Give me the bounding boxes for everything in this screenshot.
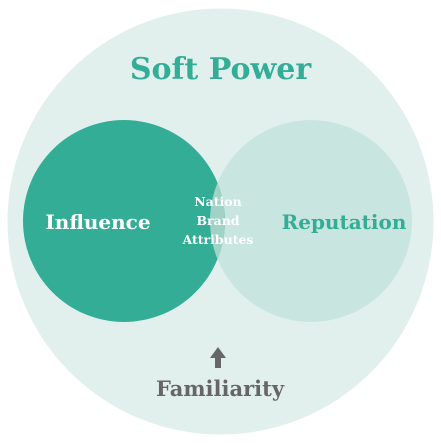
arrow-up-icon xyxy=(210,347,226,368)
reputation-label: Reputation xyxy=(282,210,407,234)
intersection-label-line3: Attributes xyxy=(182,232,254,247)
right-circle-reputation xyxy=(210,120,412,322)
intersection-label-line1: Nation xyxy=(194,194,241,209)
influence-label: Influence xyxy=(45,210,150,234)
intersection-label-line2: Brand xyxy=(196,213,239,228)
familiarity-label: Familiarity xyxy=(156,376,285,401)
left-circle-influence xyxy=(23,120,225,322)
diagram-title: Soft Power xyxy=(130,52,313,87)
